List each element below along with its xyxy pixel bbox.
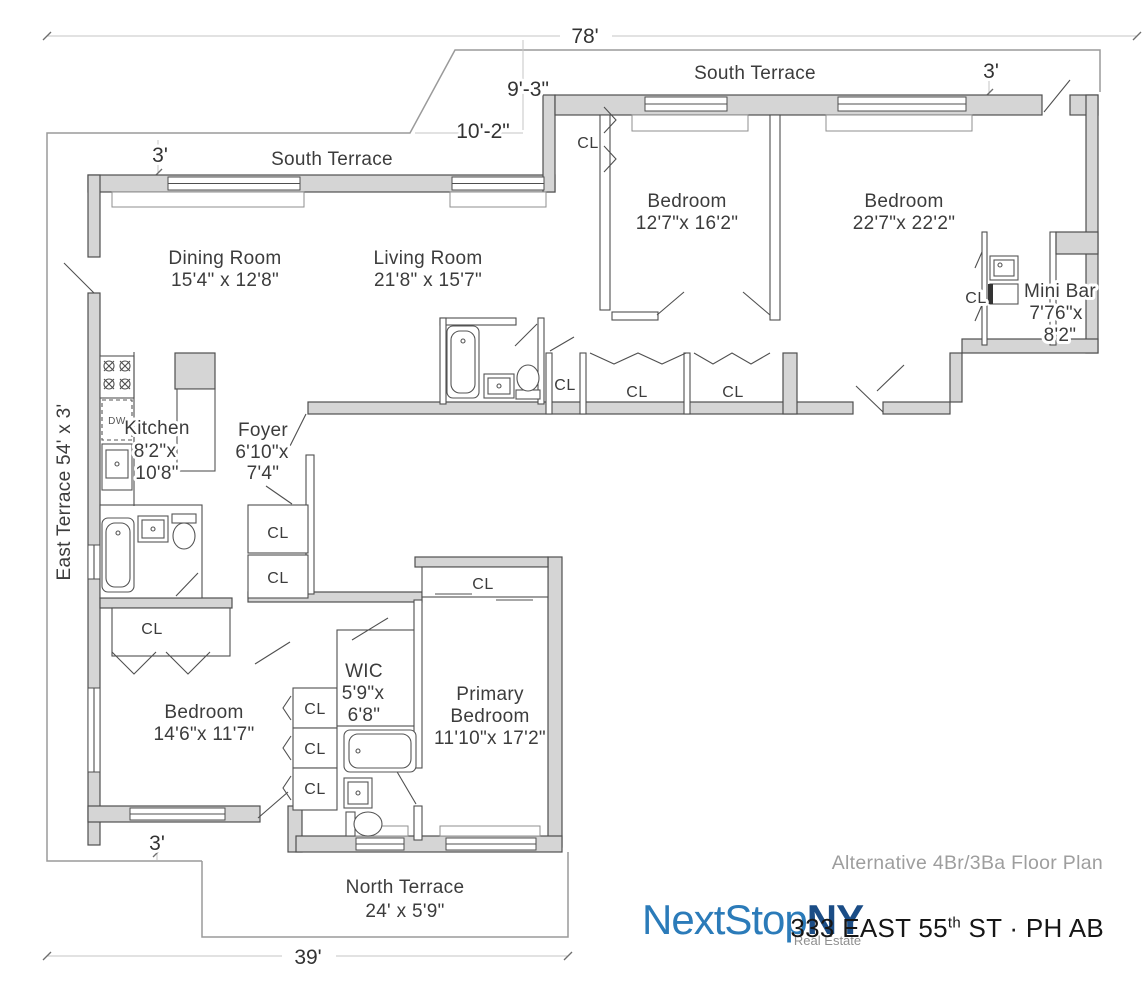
fridge-icon — [174, 352, 216, 390]
plan-title: Alternative 4Br/3Ba Floor Plan — [831, 852, 1103, 874]
address-ordinal: th — [947, 914, 962, 932]
closet-label: CL — [267, 570, 288, 587]
foyer-label: Foyer — [238, 420, 288, 441]
closet-label: CL — [577, 135, 598, 152]
north-terrace-dims: 24' x 5'9" — [365, 901, 444, 922]
east-terrace-label: East Terrace 54' x 3' — [54, 404, 75, 581]
minibar-label: Mini Bar — [1024, 281, 1096, 302]
bedroom1-label: Bedroom — [647, 191, 726, 212]
minibar-dims-a: 7'76"x — [1029, 303, 1083, 324]
dining-room-dims: 15'4" x 12'8" — [171, 270, 279, 291]
bedroom3-dims: 14'6"x 11'7" — [153, 724, 254, 745]
dishwasher-label: DW — [108, 416, 126, 427]
kitchen-dims-b: 10'8" — [135, 463, 179, 484]
closet-label: CL — [722, 384, 743, 401]
closet-label: CL — [141, 621, 162, 638]
bedroom1-dims: 12'7"x 16'2" — [636, 213, 739, 234]
minibar-dims-b: 8'2" — [1044, 325, 1077, 346]
primary-bedroom-label-1: Primary — [456, 684, 524, 705]
address-pre: 333 EAST 55 — [790, 913, 948, 943]
bar-fridge-handle — [988, 284, 993, 304]
terrace-outlines — [46, 49, 1101, 938]
wic-dims-b: 6'8" — [348, 705, 381, 726]
bedroom3-label: Bedroom — [164, 702, 243, 723]
closet-label: CL — [304, 741, 325, 758]
bar-fridge-icon — [989, 283, 1019, 305]
brand-logo-part1: NextStop — [642, 896, 808, 943]
living-room-label: Living Room — [374, 248, 483, 269]
south-terrace-left-label: South Terrace — [271, 149, 393, 170]
south-terrace-right-label: South Terrace — [694, 63, 816, 84]
dishwasher-icon — [101, 399, 133, 441]
kitchen-label: Kitchen — [124, 418, 189, 439]
living-room-dims: 21'8" x 15'7" — [374, 270, 482, 291]
closet-label: CL — [267, 525, 288, 542]
doors — [63, 79, 1071, 819]
kitchen-island — [176, 388, 216, 472]
brand-logo-part2: NY — [806, 896, 864, 943]
primary-bedroom-dims: 11'10"x 17'2" — [434, 728, 546, 749]
dim-south-right: 3' — [983, 60, 999, 83]
bedroom2-label: Bedroom — [864, 191, 943, 212]
fixtures — [99, 255, 1019, 837]
dim-top-width: 78' — [571, 25, 598, 48]
north-terrace-label: North Terrace — [346, 877, 465, 898]
property-address: 333 EAST 55th ST · PH AB — [790, 913, 1104, 944]
closet-label: CL — [626, 384, 647, 401]
closet-label: CL — [304, 701, 325, 718]
dim-north-width: 39' — [294, 946, 321, 969]
closet-label: CL — [304, 781, 325, 798]
dim-bottom-left: 3' — [149, 832, 165, 855]
toilet-icon — [171, 513, 197, 524]
address-post: ST · PH AB — [961, 913, 1104, 943]
primary-bedroom-label-2: Bedroom — [450, 706, 529, 727]
closet-label: CL — [472, 576, 493, 593]
closet-label: CL — [965, 290, 986, 307]
brand-tagline: Real Estate — [793, 933, 862, 948]
bedroom2-dims: 22'7"x 22'2" — [853, 213, 956, 234]
closet-label: CL — [554, 377, 575, 394]
foyer-dims-a: 6'10"x — [235, 442, 289, 463]
plan-labels: 78' 9'-3" 10'-2" 3' 3' 39' 3' East Terra… — [51, 22, 1099, 972]
kitchen-dims-a: 8'2"x — [134, 441, 177, 462]
dim-south-left: 3' — [152, 144, 168, 167]
foyer-dims-b: 7'4" — [247, 463, 280, 484]
dining-room-label: Dining Room — [168, 248, 281, 269]
dim-step-b: 10'-2" — [456, 120, 510, 143]
wic-dims-a: 5'9"x — [342, 683, 385, 704]
dim-step-a: 9'-3" — [507, 78, 549, 101]
wic-label: WIC — [345, 661, 383, 682]
brand-logo: NextStopNY Real Estate — [642, 896, 864, 948]
